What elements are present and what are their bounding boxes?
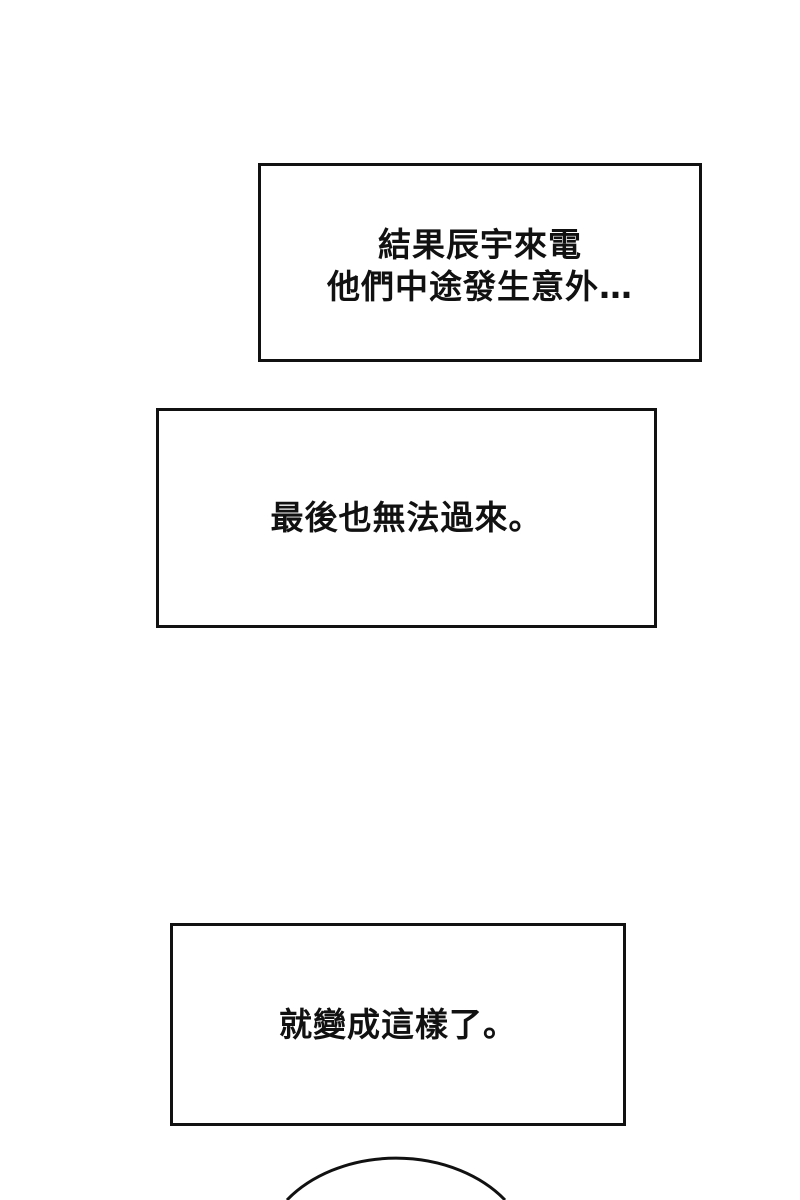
- caption-box-1: 結果辰宇來電 他們中途發生意外…: [258, 163, 702, 362]
- speech-bubble-outline: [285, 1156, 507, 1200]
- caption-box-2: 最後也無法過來。: [156, 408, 657, 628]
- caption-text-2: 最後也無法過來。: [270, 498, 543, 537]
- speech-bubble-partial: [285, 1156, 507, 1200]
- caption-box-3: 就變成這樣了。: [170, 923, 626, 1126]
- caption-text-1: 結果辰宇來電 他們中途發生意外…: [327, 224, 633, 306]
- caption-text-3: 就變成這樣了。: [279, 1004, 517, 1044]
